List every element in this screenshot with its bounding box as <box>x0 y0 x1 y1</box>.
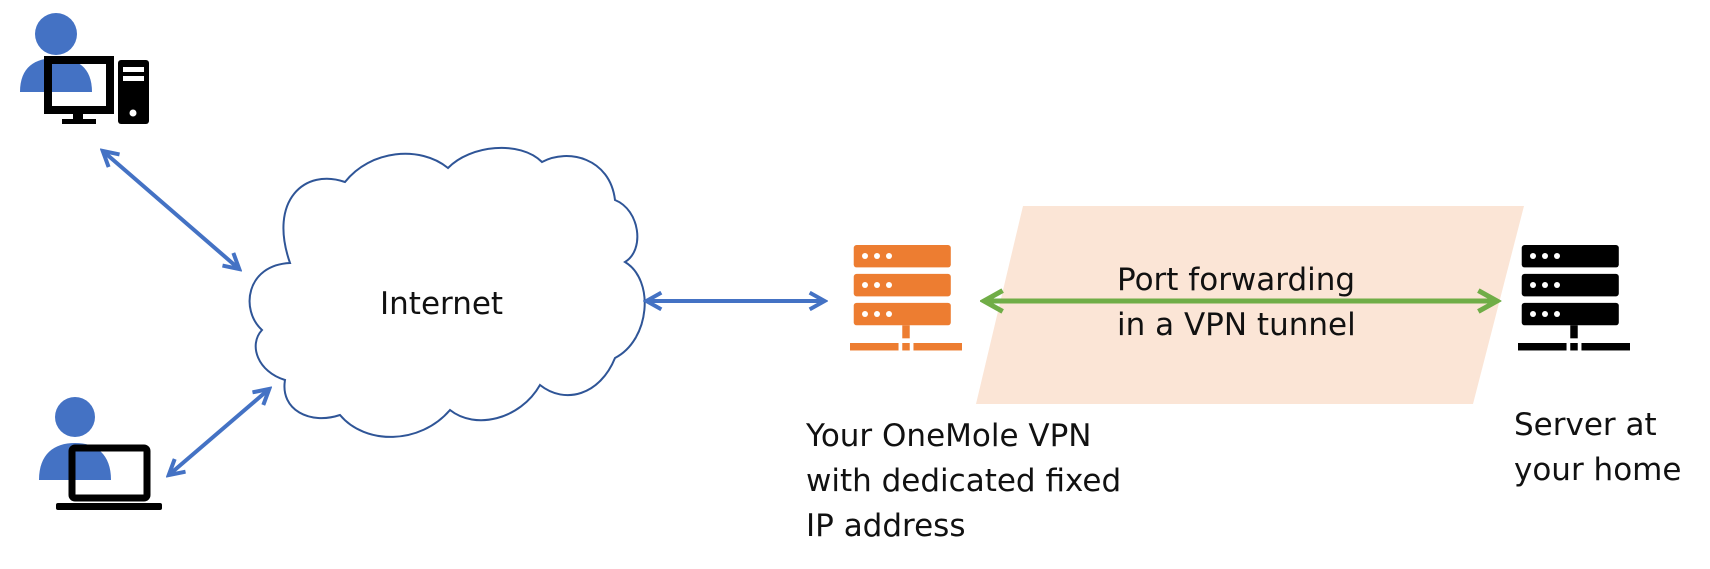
tunnel-label-line-2: in a VPN tunnel <box>1117 307 1356 343</box>
home-server-label-line-2: your home <box>1514 452 1682 488</box>
desktop-user-icon <box>20 13 149 124</box>
home-server-dots <box>1530 253 1560 317</box>
home-server-label-line-1: Server at <box>1514 407 1657 443</box>
tunnel-label-line-1: Port forwarding <box>1117 262 1356 298</box>
vpn-label-line-3: IP address <box>806 508 966 544</box>
vpn-label-line-1: Your OneMole VPN <box>806 418 1092 454</box>
vpn-server-dots <box>862 253 892 317</box>
vpn-label-line-2: with dedicated fixed <box>806 463 1122 499</box>
internet-cloud-icon <box>248 146 646 438</box>
desktop-internet-arrow <box>104 152 238 268</box>
internet-label: Internet <box>380 286 504 322</box>
laptop-internet-arrow <box>170 390 268 474</box>
home-server-icon <box>1518 245 1630 351</box>
vpn-server-icon <box>850 245 962 351</box>
laptop-user-icon <box>39 397 162 510</box>
